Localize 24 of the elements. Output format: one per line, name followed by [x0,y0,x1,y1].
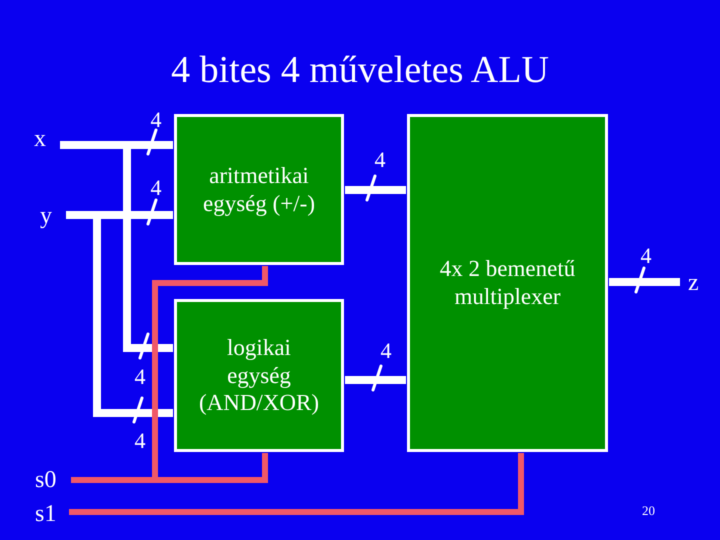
bus-width-label: 4 [150,177,162,199]
bus-width-label: 4 [134,430,146,452]
title: 4 bites 4 műveletes ALU [171,48,549,92]
unit-box [174,299,344,452]
bus-width-label: 4 [380,340,392,362]
signal-name: y [40,204,52,228]
unit-box [174,114,344,265]
bus-width-label: 4 [374,149,386,171]
page-number: 20 [642,503,655,519]
bus-width-label: 4 [640,245,652,267]
bus-width-label: 4 [134,366,146,388]
signal-name: s0 [35,468,56,492]
unit-label: aritmetikai egység (+/-) [202,162,316,218]
signal-name: s1 [35,502,56,526]
bus-line [609,278,680,286]
unit-box [407,114,608,452]
bus-line [345,376,406,384]
bus-line [345,186,406,194]
signal-name: z [688,271,699,295]
unit-label: 4x 2 bemenetű multiplexer [438,255,576,311]
bus-width-label: 4 [150,109,162,131]
control-line [69,453,524,515]
signal-name: x [34,127,46,151]
unit-label: logikai egység (AND/XOR) [198,334,320,417]
